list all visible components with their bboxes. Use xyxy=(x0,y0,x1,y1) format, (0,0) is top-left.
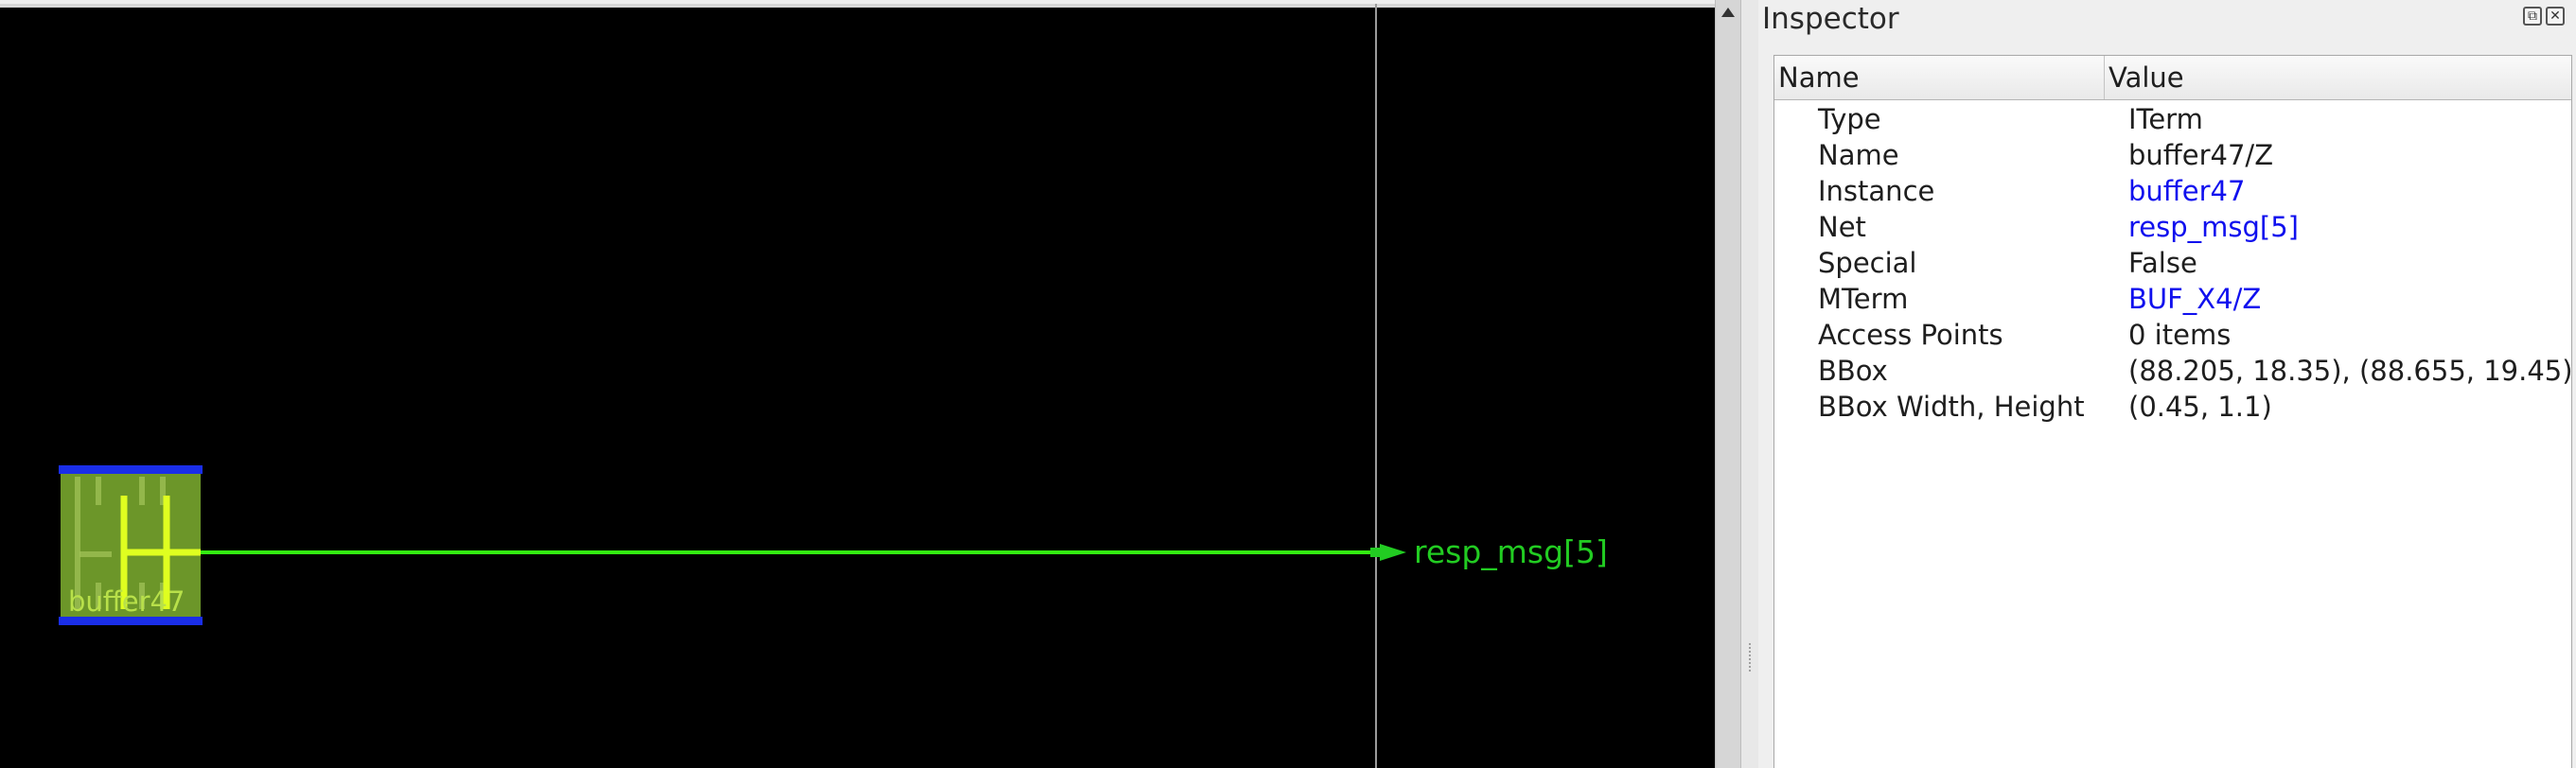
property-name: Type xyxy=(1818,103,1881,135)
cell-instance-label: buffer47 xyxy=(68,585,185,618)
property-name: Net xyxy=(1818,211,1866,243)
net-arrow xyxy=(1380,544,1406,561)
ruler-line xyxy=(1375,4,1377,768)
net-name-label: resp_msg[5] xyxy=(1414,533,1608,570)
mterm-link[interactable]: BUF_X4/Z xyxy=(2128,283,2262,315)
table-row[interactable]: Access Points 0 items xyxy=(1774,317,2571,353)
close-icon[interactable]: ✕ xyxy=(2546,7,2565,26)
pin-z-highlight xyxy=(120,496,201,609)
table-row[interactable]: Net resp_msg[5] xyxy=(1774,209,2571,245)
table-row[interactable]: Special False xyxy=(1774,245,2571,281)
property-value: ITerm xyxy=(2128,103,2203,135)
layout-canvas[interactable]: buffer47 resp_msg[5] xyxy=(0,4,1715,768)
property-name: Special xyxy=(1818,247,1917,279)
table-row[interactable]: Type ITerm xyxy=(1774,101,2571,137)
table-row[interactable]: Instance buffer47 xyxy=(1774,173,2571,209)
dock-title: Inspector xyxy=(1762,2,1899,36)
column-header-name[interactable]: Name xyxy=(1774,56,2105,99)
property-name: Instance xyxy=(1818,175,1935,207)
property-name: Access Points xyxy=(1818,319,2003,351)
property-value: (0.45, 1.1) xyxy=(2128,391,2272,423)
cell-top-rail xyxy=(59,465,203,474)
inspector-table[interactable]: Name Value Type ITerm Name buffer47/Z In… xyxy=(1773,55,2573,768)
canvas-top-border xyxy=(0,4,1715,8)
table-row[interactable]: MTerm BUF_X4/Z xyxy=(1774,281,2571,317)
property-value: buffer47/Z xyxy=(2128,139,2274,171)
layout-drawing xyxy=(59,465,1406,625)
cell-body xyxy=(61,467,201,622)
table-row[interactable]: BBox Width, Height (0.45, 1.1) xyxy=(1774,389,2571,425)
property-name: Name xyxy=(1818,139,1899,171)
property-name: BBox Width, Height xyxy=(1818,391,2085,423)
inspector-dock: Inspector ⧉ ✕ Name Value Type ITerm Name… xyxy=(1758,0,2576,768)
canvas-vertical-scrollbar[interactable] xyxy=(1715,0,1741,768)
instance-link[interactable]: buffer47 xyxy=(2128,175,2246,207)
property-value: 0 items xyxy=(2128,319,2232,351)
cell-internal-shapes xyxy=(75,477,166,609)
table-header: Name Value xyxy=(1774,56,2571,100)
scroll-up-arrow-icon[interactable] xyxy=(1721,8,1735,17)
property-value: (88.205, 18.35), (88.655, 19.45) xyxy=(2128,355,2573,387)
property-value: False xyxy=(2128,247,2197,279)
cell-bottom-rail xyxy=(59,617,203,625)
float-icon[interactable]: ⧉ xyxy=(2523,7,2542,26)
splitter-grip[interactable] xyxy=(1749,643,1753,672)
property-name: BBox xyxy=(1818,355,1888,387)
table-row[interactable]: BBox (88.205, 18.35), (88.655, 19.45) xyxy=(1774,353,2573,389)
dock-splitter[interactable] xyxy=(1741,0,1758,768)
table-body: Type ITerm Name buffer47/Z Instance buff… xyxy=(1774,101,2573,425)
column-header-value[interactable]: Value xyxy=(2108,61,2184,94)
table-row[interactable]: Name buffer47/Z xyxy=(1774,137,2571,173)
property-name: MTerm xyxy=(1818,283,1909,315)
net-pin-marker xyxy=(1370,548,1382,557)
net-link[interactable]: resp_msg[5] xyxy=(2128,211,2299,243)
